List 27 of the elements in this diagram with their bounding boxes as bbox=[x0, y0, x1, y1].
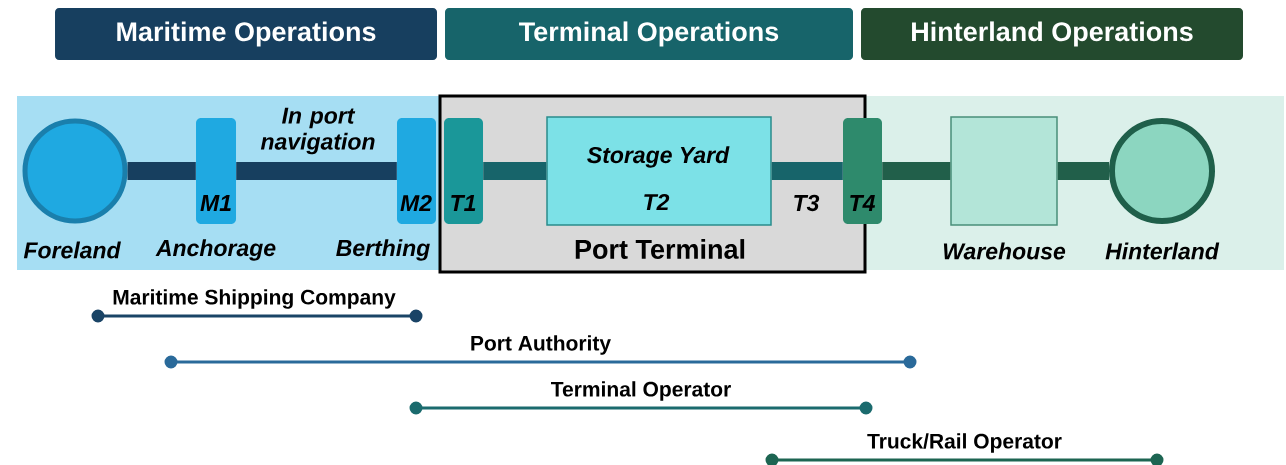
edge-label: T3 bbox=[794, 194, 820, 212]
role-label: Terminal Operator bbox=[551, 381, 731, 401]
role-label: Maritime Shipping Company bbox=[113, 289, 396, 309]
section-header: Maritime Operations bbox=[55, 8, 437, 60]
area-label: Port Terminal bbox=[575, 239, 745, 259]
stage-code: T2 bbox=[644, 193, 670, 210]
connector-bar bbox=[483, 162, 547, 180]
facility-label: Storage Yard bbox=[587, 146, 730, 168]
connector-bar bbox=[236, 162, 397, 180]
stage-code: M2 bbox=[400, 194, 432, 211]
facility-label: Warehouse bbox=[943, 242, 1066, 260]
stage-code: M1 bbox=[200, 195, 231, 211]
place-label: Foreland bbox=[23, 241, 121, 259]
connector-bar bbox=[882, 162, 951, 180]
role-label: Port Authority bbox=[471, 335, 611, 355]
edge-label: In port navigation bbox=[260, 107, 375, 155]
place-label: Anchorage bbox=[155, 239, 276, 261]
section-header: Terminal Operations bbox=[445, 8, 853, 60]
place-label: Berthing bbox=[336, 239, 430, 261]
place-label: Hinterland bbox=[1105, 242, 1220, 260]
stage-code: T1 bbox=[451, 195, 476, 211]
connector-bar bbox=[1057, 162, 1109, 180]
role-label: Truck/Rail Operator bbox=[867, 433, 1062, 453]
stage-code: T4 bbox=[850, 195, 876, 211]
connector-bar bbox=[127, 162, 196, 180]
section-header: Hinterland Operations bbox=[861, 8, 1243, 60]
connector-bar bbox=[771, 162, 843, 180]
